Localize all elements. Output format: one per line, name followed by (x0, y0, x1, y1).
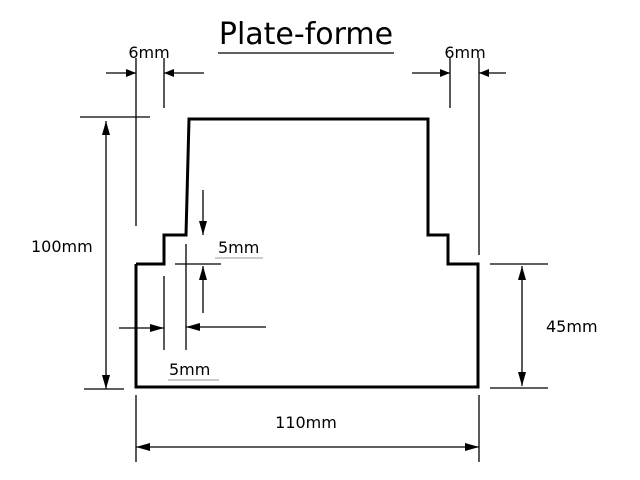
dimension-step-width: 5mm (119, 244, 266, 381)
dimension-total-width: 110mm (135, 395, 480, 462)
total-height-label: 100mm (31, 237, 93, 256)
diagram-title: Plate-forme (219, 17, 393, 52)
total-width-label: 110mm (275, 413, 337, 432)
left-margin-label: 6mm (128, 43, 169, 62)
step-height-label: 5mm (218, 238, 259, 257)
dimension-side-height: 45mm (490, 263, 598, 389)
dimension-step-height: 5mm (175, 190, 263, 313)
side-height-label: 45mm (546, 317, 598, 336)
dimension-total-height: 100mm (31, 116, 150, 390)
dimension-left-margin: 6mm (106, 43, 204, 226)
dimension-right-margin: 6mm (412, 43, 506, 255)
right-margin-label: 6mm (444, 43, 485, 62)
platform-outline (134, 117, 480, 389)
step-width-label: 5mm (169, 360, 210, 379)
